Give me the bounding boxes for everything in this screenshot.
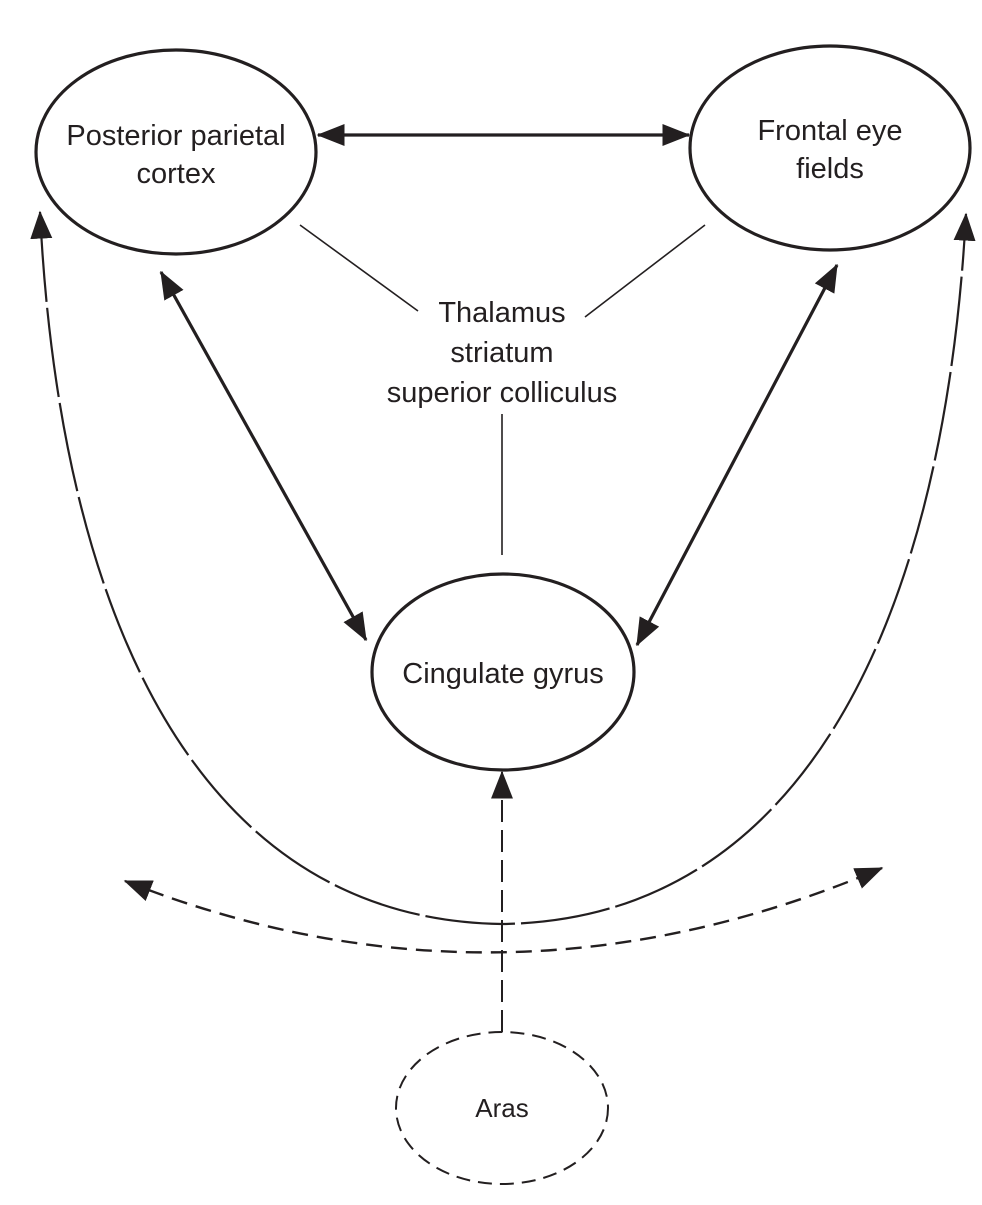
hub-label-line-1: Thalamus (438, 297, 565, 329)
node-fef-shape (688, 44, 972, 252)
node-aras-label: Aras (475, 1093, 528, 1123)
node-ppc-shape (34, 48, 318, 256)
node-cingulate-label: Cingulate gyrus (402, 658, 604, 690)
hub-line-fef (584, 224, 706, 318)
hub-label-line-2: striatum (450, 337, 553, 369)
node-fef-label-line-1: Frontal eye (757, 115, 902, 147)
ppc-cingulate-arrow (159, 270, 368, 642)
node-ppc-label-line-1: Posterior parietal (66, 120, 285, 152)
node-cingulate-gyrus[interactable]: Cingulate gyrus (370, 572, 636, 772)
node-ppc-label-line-2: cortex (137, 158, 216, 190)
node-frontal-eye-fields[interactable]: Frontal eye fields (688, 44, 972, 252)
hub-thalamus-striatum-colliculus: Thalamus striatum superior colliculus (387, 297, 618, 409)
node-posterior-parietal-cortex[interactable]: Posterior parietal cortex (34, 48, 318, 256)
fef-cingulate-arrow (635, 263, 839, 647)
node-cingulate-shape (370, 572, 636, 772)
node-aras[interactable]: Aras (395, 1031, 609, 1185)
aras-lateral-curve (123, 866, 884, 954)
hub-label-line-3: superior colliculus (387, 377, 618, 409)
node-fef-label-line-2: fields (796, 153, 864, 185)
node-aras-shape (395, 1031, 609, 1185)
hub-line-ppc (299, 224, 419, 312)
